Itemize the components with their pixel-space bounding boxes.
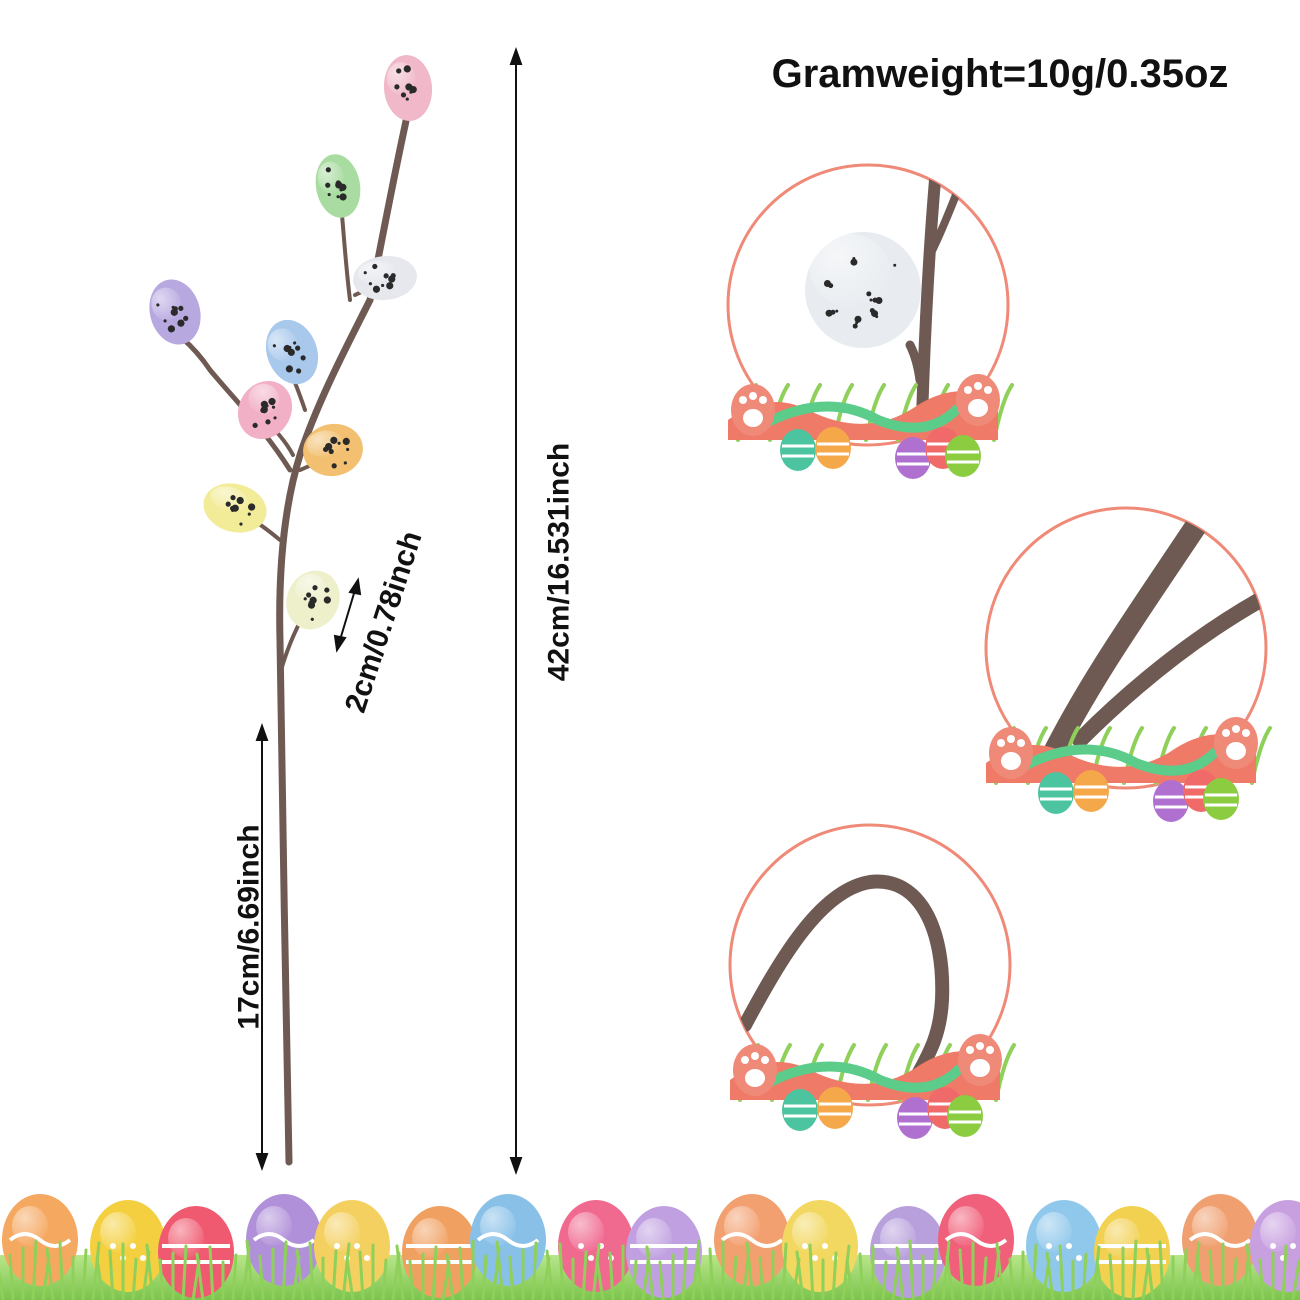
border-easter-egg bbox=[1250, 1200, 1300, 1292]
easter-grass-decor bbox=[986, 717, 1272, 822]
total-length-label: 42cm/16.531inch bbox=[542, 442, 576, 682]
easter-decorations bbox=[728, 374, 1272, 1139]
border-easter-egg bbox=[938, 1194, 1014, 1286]
egg bbox=[303, 423, 363, 477]
dimension-arrows bbox=[255, 47, 523, 1175]
border-easter-egg bbox=[558, 1200, 634, 1292]
branch-left-upper bbox=[179, 335, 293, 473]
egg-border bbox=[0, 1194, 1300, 1300]
border-easter-egg bbox=[870, 1206, 946, 1298]
egg bbox=[353, 255, 417, 301]
egg bbox=[149, 279, 201, 345]
egg bbox=[203, 483, 267, 533]
detail-circle-fork bbox=[984, 506, 1268, 790]
speckled-eggs bbox=[149, 55, 433, 630]
border-easter-egg bbox=[626, 1206, 702, 1298]
border-easter-egg bbox=[714, 1194, 790, 1286]
gramweight-heading: Gramweight=10g/0.35oz bbox=[771, 52, 1229, 96]
egg bbox=[237, 380, 293, 440]
border-easter-egg bbox=[2, 1194, 78, 1286]
border-easter-egg bbox=[314, 1200, 390, 1292]
egg bbox=[315, 154, 361, 218]
detail-circle-curve bbox=[728, 823, 1012, 1107]
easter-grass-decor bbox=[730, 1034, 1016, 1139]
border-easter-egg bbox=[1026, 1200, 1102, 1292]
border-easter-egg bbox=[1182, 1194, 1258, 1286]
border-easter-egg bbox=[246, 1194, 322, 1286]
easter-grass-decor bbox=[728, 374, 1014, 479]
border-easter-egg bbox=[402, 1206, 478, 1298]
egg bbox=[286, 570, 340, 630]
border-easter-egg bbox=[470, 1194, 546, 1286]
egg-size-arrow bbox=[339, 589, 356, 641]
detail-circle-egg bbox=[726, 163, 1010, 447]
border-easter-egg bbox=[782, 1200, 858, 1292]
border-easter-egg bbox=[158, 1206, 234, 1298]
stem-length-label: 17cm/6.69inch bbox=[232, 824, 266, 1030]
border-easter-egg bbox=[1094, 1206, 1170, 1298]
egg bbox=[383, 55, 433, 121]
egg bbox=[265, 319, 319, 385]
